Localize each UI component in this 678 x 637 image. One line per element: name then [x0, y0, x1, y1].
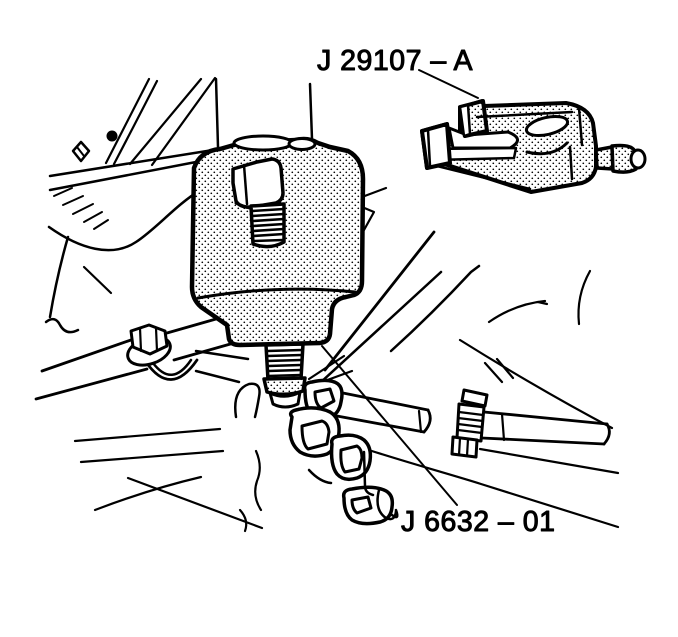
control-arm-boots [288, 378, 399, 526]
label-j29107a: J 29107 – A [317, 45, 473, 77]
tool-slot [524, 114, 570, 138]
stabilizer-link-and-bolt [34, 307, 253, 401]
top-cap-right [287, 137, 317, 151]
rivet-dot [106, 130, 118, 142]
leader-line-j29107a [418, 69, 479, 99]
u-bracket-outer [144, 358, 199, 381]
stud-collar [262, 376, 307, 396]
steering-knuckle-outline [44, 189, 201, 334]
ball-joint-remover-body [189, 134, 366, 348]
wedge-face [231, 157, 285, 209]
lower-control-arm-lines [73, 382, 264, 533]
separator-tool [420, 99, 647, 194]
leader-line-j6632 [321, 345, 458, 506]
tool-handle [594, 143, 647, 174]
label-j6632-01: J 6632 – 01 [401, 506, 555, 538]
leader-lines [321, 69, 479, 506]
tie-rod-assembly [297, 384, 620, 529]
boot-4 [341, 485, 395, 526]
lower-jaw-tab [420, 122, 452, 170]
clamp-nut [450, 435, 479, 459]
top-cap-left [232, 134, 294, 152]
adjuster-clamp [450, 388, 489, 459]
hex-bolt-head [129, 323, 169, 356]
stud-tip [268, 390, 302, 409]
background-bodywork-lines [48, 76, 314, 230]
u-bracket-inner [151, 358, 193, 376]
frame-rail-lines [318, 186, 614, 430]
